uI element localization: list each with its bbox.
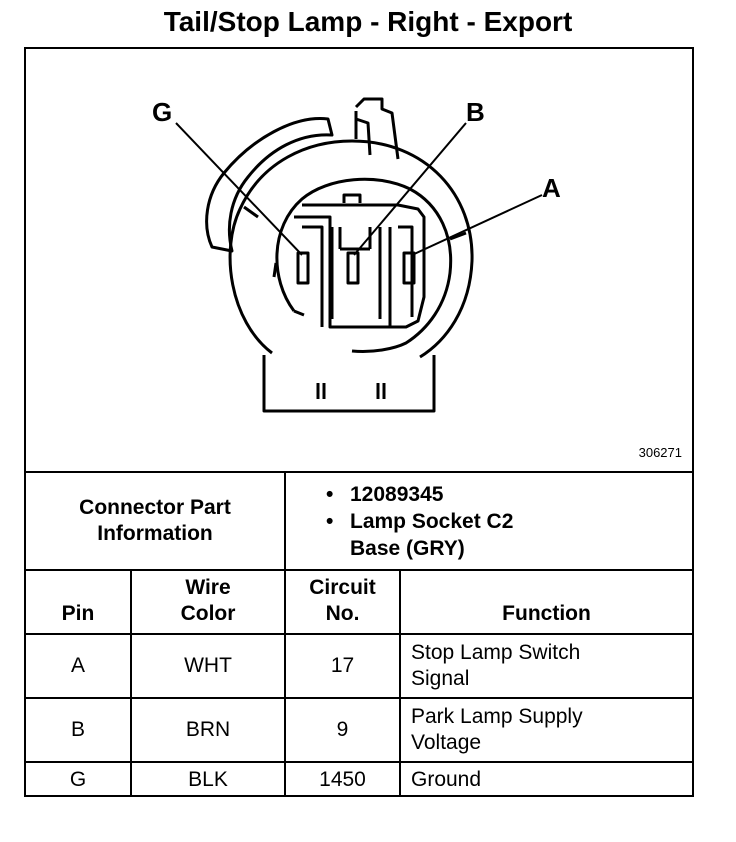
page-title: Tail/Stop Lamp - Right - Export [163, 6, 573, 37]
row-a-pin: A [70, 654, 85, 677]
header-circuit: Circuit No. [309, 576, 376, 625]
header-pin: Pin [61, 602, 95, 625]
terminal-a [402, 251, 416, 285]
col-divider-pin [130, 569, 132, 797]
latch-tab [354, 97, 400, 160]
bullet-item: •Lamp Socket C2 Base (GRY) [326, 510, 514, 560]
header-function: Function [502, 602, 591, 625]
divider-header [26, 633, 692, 635]
pin-label-b: B [466, 97, 485, 127]
divider-connector-info [26, 569, 692, 571]
connector-diagram: G B A [152, 97, 561, 413]
row-a-function: Stop Lamp Switch Signal [411, 641, 581, 690]
row-g-wire-color: BLK [188, 768, 228, 791]
row-g-circuit: 1450 [319, 768, 366, 791]
row-g-pin: G [69, 768, 87, 791]
reference-number: 306271 [638, 445, 682, 460]
connector-info-bullets: •12089345 •Lamp Socket C2 Base (GRY) [326, 481, 560, 562]
bullet-item: •12089345 [326, 483, 444, 506]
divider-row-a [26, 697, 692, 699]
row-b-circuit: 9 [336, 718, 349, 741]
socket-body [228, 139, 474, 359]
contact-cavity [294, 203, 426, 329]
row-a-circuit: 17 [330, 654, 355, 677]
terminal-g [296, 251, 310, 285]
terminal-b [346, 251, 360, 285]
header-wire-color: Wire Color [180, 576, 236, 625]
row-b-pin: B [70, 718, 85, 741]
leader-line-a [411, 194, 543, 256]
row-b-function: Park Lamp Supply Voltage [411, 705, 583, 754]
leader-line-b [353, 122, 467, 256]
divider-diagram [26, 471, 692, 473]
leader-line-g [175, 122, 303, 256]
pin-label-g: G [152, 97, 172, 127]
locking-arm [205, 117, 334, 253]
divider-row-b [26, 761, 692, 763]
col-divider-circuit [399, 569, 401, 797]
pin-label-a: A [542, 173, 561, 203]
connector-info-label: Connector Part Information [79, 496, 231, 545]
row-a-wire-color: WHT [184, 654, 232, 677]
connector-sheet: G B A 306271 Connector Part Information … [24, 47, 694, 797]
col-divider-info [284, 471, 286, 797]
socket-base [262, 355, 436, 413]
row-b-wire-color: BRN [185, 718, 231, 741]
socket-face [275, 177, 453, 353]
row-g-function: Ground [411, 768, 482, 791]
